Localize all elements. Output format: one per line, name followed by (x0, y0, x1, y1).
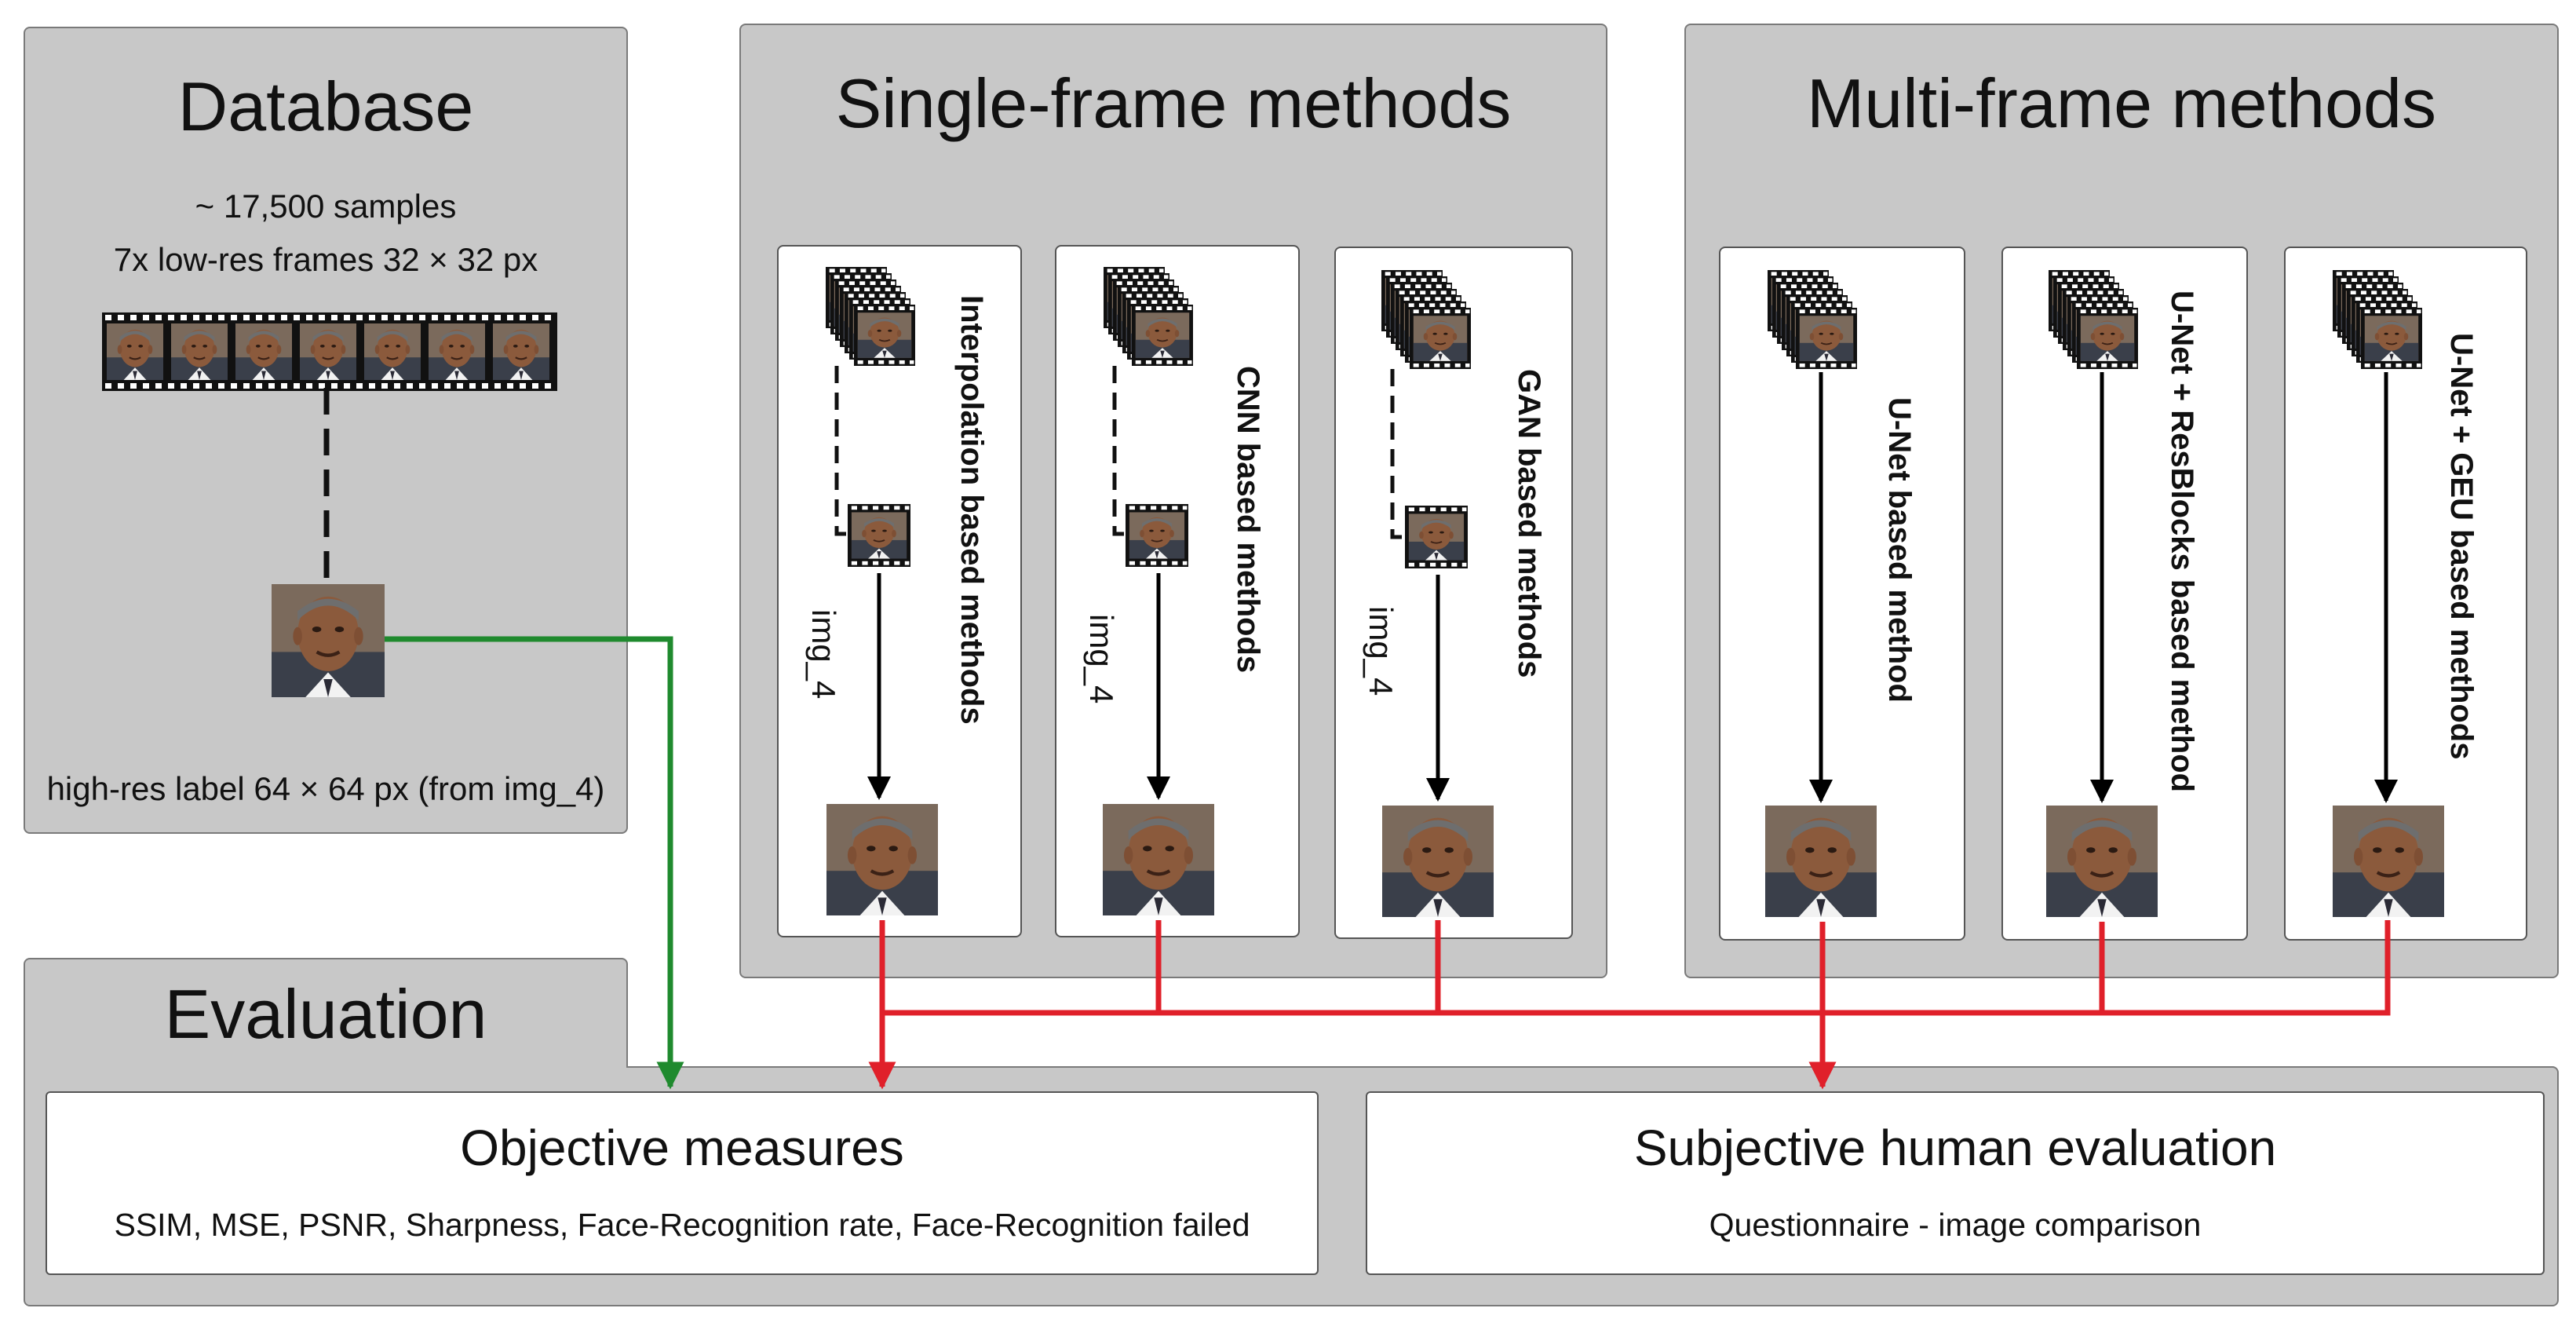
method-label-cnn: CNN based methods (1231, 366, 1265, 674)
objective-measures-title: Objective measures (460, 1120, 904, 1176)
multi-method-card-resblocks (2001, 247, 2248, 941)
method-label-gan: GAN based methods (1512, 369, 1546, 678)
film-strip-frames (102, 312, 557, 391)
database-title: Database (177, 68, 474, 145)
input-label-gan: img_4 (1363, 606, 1399, 696)
method-label-unet: U-Net based method (1882, 397, 1917, 703)
method-label-resblocks: U-Net + ResBlocks based method (2165, 290, 2199, 793)
high-res-label-text: high-res label 64 × 64 px (from img_4) (46, 770, 605, 807)
method-label-geu: U-Net + GEU based methods (2444, 333, 2479, 760)
evaluation-title: Evaluation (164, 975, 487, 1053)
evaluation-tab-join (25, 1061, 626, 1072)
objective-measures-card: Objective measures SSIM, MSE, PSNR, Shar… (46, 1091, 1319, 1275)
database-frames: 7x low-res frames 32 × 32 px (113, 241, 538, 278)
database-samples: ~ 17,500 samples (195, 188, 457, 225)
method-label-interpolation: Interpolation based methods (954, 295, 989, 725)
multi-frame-title: Multi-frame methods (1806, 64, 2436, 142)
database-panel: Database ~ 17,500 samples 7x low-res fra… (24, 27, 628, 834)
single-frame-title: Single-frame methods (835, 64, 1512, 142)
subjective-evaluation-detail: Questionnaire - image comparison (1709, 1207, 2202, 1243)
subjective-evaluation-title: Subjective human evaluation (1633, 1120, 2277, 1176)
objective-measures-detail: SSIM, MSE, PSNR, Sharpness, Face-Recogni… (114, 1207, 1250, 1243)
input-label-cnn: img_4 (1083, 614, 1120, 704)
multi-method-card-geu (2284, 247, 2527, 941)
input-label-interpolation: img_4 (805, 609, 842, 700)
multi-method-card-unet (1719, 247, 1965, 941)
high-res-face-image (272, 584, 385, 697)
subjective-evaluation-card: Subjective human evaluation Questionnair… (1366, 1091, 2545, 1275)
